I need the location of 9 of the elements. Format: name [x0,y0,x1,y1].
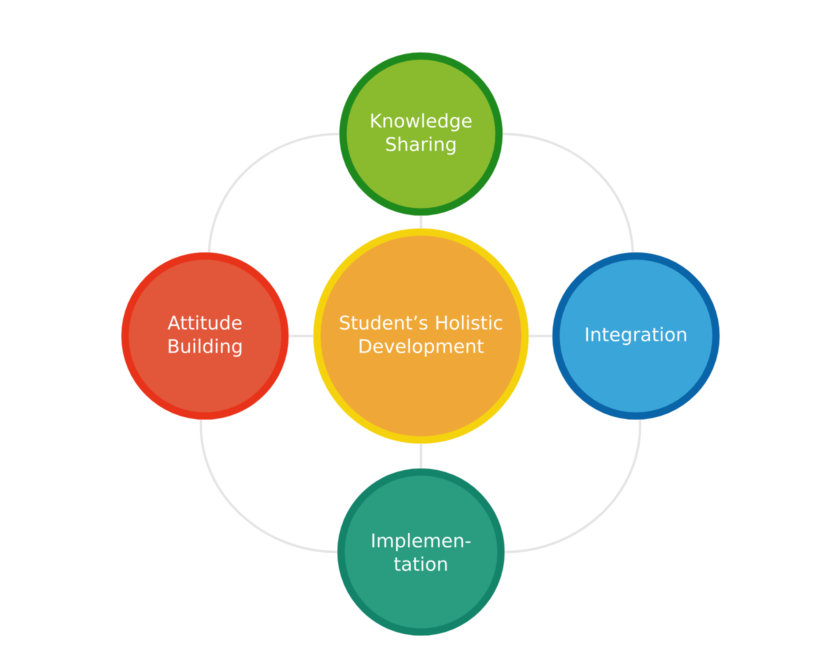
connector-line [208,132,340,253]
circle-node: Implemen- tation [337,468,505,636]
circle-node: Attitude Building [121,252,289,420]
connector-line [502,132,634,253]
connector-line [504,420,642,554]
circle-node: Knowledge Sharing [339,52,503,216]
circle-node: Integration [552,252,720,420]
circle-node: Student’s Holistic Development [313,228,529,444]
connector-line [200,420,338,554]
